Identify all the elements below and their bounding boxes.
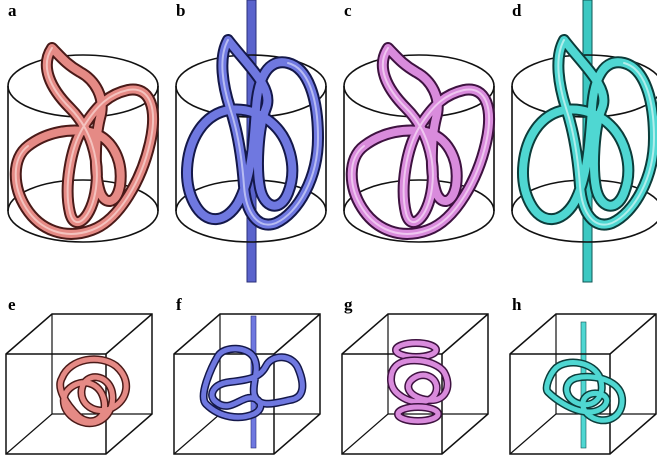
panel-f <box>173 313 321 455</box>
knot-h <box>542 358 627 425</box>
panel-g <box>341 313 489 455</box>
knot-c <box>345 42 495 240</box>
rod-h <box>580 321 587 449</box>
knot-d <box>517 34 657 231</box>
panel-a <box>7 42 159 243</box>
panel-label-g: g <box>344 295 353 314</box>
panel-c <box>343 42 495 243</box>
panel-label-f: f <box>176 295 182 314</box>
panel-label-h: h <box>512 295 522 314</box>
panel-label-a: a <box>8 1 17 20</box>
knot-b <box>181 34 324 231</box>
knot-e <box>56 355 130 428</box>
panel-label-b: b <box>176 1 186 20</box>
panel-label-c: c <box>344 1 352 20</box>
panel-b <box>175 0 327 283</box>
panel-label-e: e <box>8 295 16 314</box>
panel-e <box>5 313 153 455</box>
knot-f <box>199 344 307 422</box>
knot-a <box>9 42 159 240</box>
knot-g <box>387 339 452 425</box>
panel-d <box>511 0 657 283</box>
panel-h <box>509 313 657 455</box>
panel-label-d: d <box>512 1 522 20</box>
